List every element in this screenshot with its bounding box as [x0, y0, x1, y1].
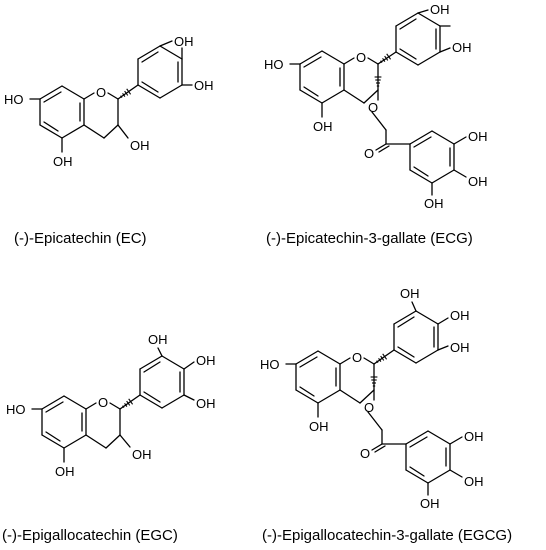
atom-label: HO [260, 357, 280, 372]
atom-label: OH [309, 419, 329, 434]
atom-label: HO [264, 57, 284, 72]
atom-label: OH [464, 429, 484, 444]
molecule-egcg: HO O OH OH OH OH O O OH OH OH (-)-Epigal… [260, 286, 512, 544]
atom-label: OH [196, 396, 216, 411]
atom-label: OH [420, 496, 440, 511]
atom-label: OH [148, 332, 168, 347]
atom-label: OH [174, 34, 194, 49]
atom-label: HO [4, 92, 24, 107]
atom-label: OH [468, 129, 488, 144]
atom-label: OH [55, 464, 75, 479]
atom-label: OH [400, 286, 420, 301]
compound-name-egcg: (-)-Epigallocatechin-3-gallate (EGCG) [262, 527, 512, 544]
atom-label: OH [132, 447, 152, 462]
atom-label: OH [53, 154, 73, 169]
atom-label: O [98, 395, 108, 410]
atom-label: O [96, 85, 106, 100]
atom-label: OH [313, 119, 333, 134]
molecule-egc: HO O OH OH OH OH OH (-)-Epigallocatechin… [2, 332, 216, 544]
atom-label: OH [464, 474, 484, 489]
atom-label: HO [6, 402, 26, 417]
atom-label: OH [194, 78, 214, 93]
atom-label: O [352, 350, 362, 365]
atom-label: OH [130, 138, 150, 153]
atom-label: O [360, 446, 370, 461]
atom-label: OH [450, 340, 470, 355]
atom-label: O [364, 146, 374, 161]
compound-name-ec: (-)-Epicatechin (EC) [14, 230, 147, 247]
atom-label: OH [452, 40, 472, 55]
atom-label: OH [430, 2, 450, 17]
compound-name-egc: (-)-Epigallocatechin (EGC) [2, 527, 178, 544]
atom-label: OH [468, 174, 488, 189]
molecule-ec: HO O OH OH OH OH (-)-Epicatechin (EC) [4, 34, 214, 247]
compound-name-ecg: (-)-Epicatechin-3-gallate (ECG) [266, 230, 473, 247]
atom-label: O [356, 50, 366, 65]
atom-label: O [364, 400, 374, 415]
atom-label: OH [196, 353, 216, 368]
molecule-ecg: HO O OH OH OH O O OH OH OH (-)-Epicatech… [264, 2, 488, 247]
atom-label: O [368, 100, 378, 115]
atom-label: OH [450, 308, 470, 323]
atom-label: OH [424, 196, 444, 211]
